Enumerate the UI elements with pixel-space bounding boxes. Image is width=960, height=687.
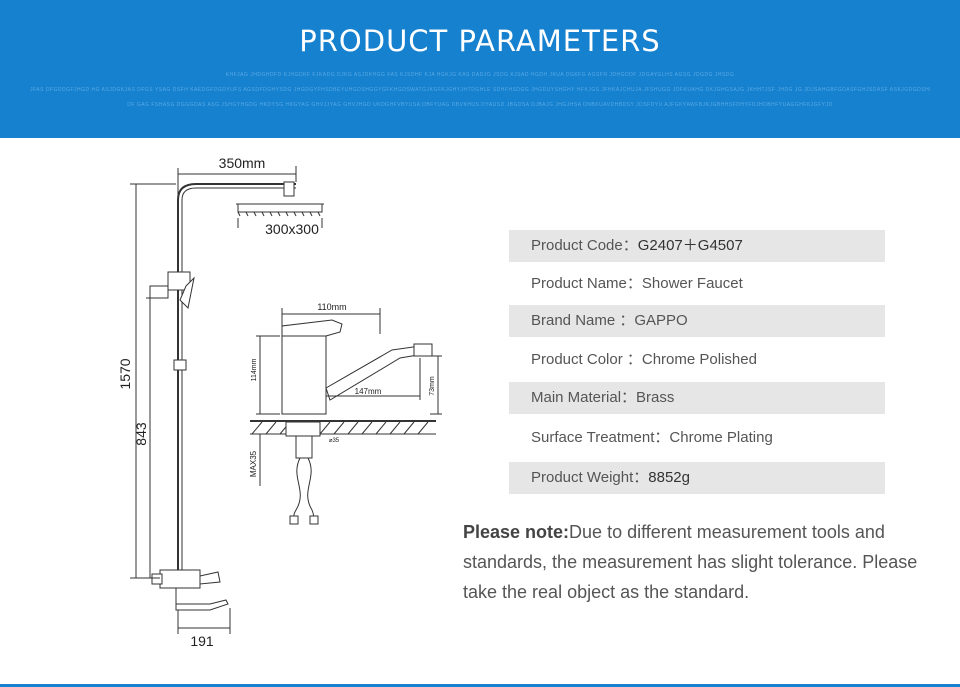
param-value: Brass — [636, 389, 675, 406]
param-label: Brand Name ： — [531, 312, 635, 329]
banner-subtext-3: DF GAG FSHASG DGGGDAS ASG JSHGYHGDG HKDY… — [127, 102, 833, 108]
shower-arm — [177, 183, 296, 201]
param-label: Product Color ： — [531, 351, 642, 368]
param-label: Main Material： — [531, 389, 637, 406]
banner-subtext-1: KHFJAG JHDGHDFD KJHGDKF FJKADG DJKG ASJD… — [225, 72, 735, 78]
bottom-divider — [0, 684, 960, 687]
note-heading: Please note: — [463, 522, 570, 542]
mount-shank — [295, 435, 313, 459]
param-label: Surface Treatment： — [531, 429, 670, 446]
param-label: Product Weight： — [531, 469, 649, 486]
technical-drawing: 350mm 300x300 1570 843 191 110mm 114mm 1… — [117, 155, 442, 649]
tolerance-note: Please note:Due to different measurement… — [463, 517, 933, 607]
param-value: 8852g — [648, 469, 690, 486]
note-text: Due to different measurement tools and s… — [463, 522, 918, 602]
param-row-main-material: Main Material：Brass — [509, 382, 885, 414]
max-thickness-label: MAX35 — [249, 450, 258, 477]
hand-shower-holder — [179, 276, 195, 310]
param-value: GAPPO — [634, 312, 688, 329]
faucet-height-label: 114mm — [251, 358, 258, 381]
faucet-lever — [281, 319, 343, 337]
param-value: Chrome Polished — [641, 351, 757, 368]
arm-joint — [283, 181, 295, 197]
banner-subtext-2: JFAS DFGDDGFJHGD HG ASJDGKJAS DFGS YSAG … — [30, 87, 930, 93]
param-row-product-weight: Product Weight：8852g — [509, 462, 885, 494]
param-row-brand-name: Brand Name ：GAPPO — [509, 305, 885, 337]
spout-length-label: 147mm — [355, 387, 382, 396]
param-label: Product Name： — [531, 275, 642, 292]
param-row-product-code: Product Code：G2407＋G4507 — [509, 230, 885, 262]
dim-bar-label: 843 — [133, 422, 149, 446]
basin-faucet-drawing — [250, 308, 442, 525]
param-row-product-color: Product Color ：Chrome Polished — [509, 344, 885, 376]
dim-total-label: 1570 — [117, 358, 133, 389]
hole-diameter-label: ⌀35 — [329, 438, 340, 444]
param-row-surface-treatment: Surface Treatment：Chrome Plating — [509, 422, 885, 454]
dim-head-label: 300x300 — [265, 221, 319, 237]
diverter — [167, 271, 191, 291]
param-label: Product Code： — [531, 237, 638, 254]
page-title: PRODUCT PARAMETERS — [299, 24, 661, 58]
spout-height-label: 73mm — [429, 376, 436, 396]
param-value: G2407＋G4507 — [637, 237, 743, 254]
dim-bottom-label: 191 — [190, 633, 214, 649]
faucet-width-label: 110mm — [317, 302, 346, 312]
hose-1 — [293, 457, 301, 525]
mixer-body — [159, 569, 201, 589]
param-value: Chrome Plating — [669, 429, 773, 446]
faucet-body — [281, 335, 327, 415]
dim-top-label: 350mm — [219, 155, 266, 171]
header-banner: PRODUCT PARAMETERS KHFJAG JHDGHDFD KJHGD… — [0, 0, 960, 138]
tub-spout — [175, 588, 229, 611]
hose-2 — [307, 457, 315, 525]
param-value: Shower Faucet — [641, 275, 743, 292]
param-row-product-name: Product Name：Shower Faucet — [509, 268, 885, 300]
shower-head — [237, 203, 323, 213]
